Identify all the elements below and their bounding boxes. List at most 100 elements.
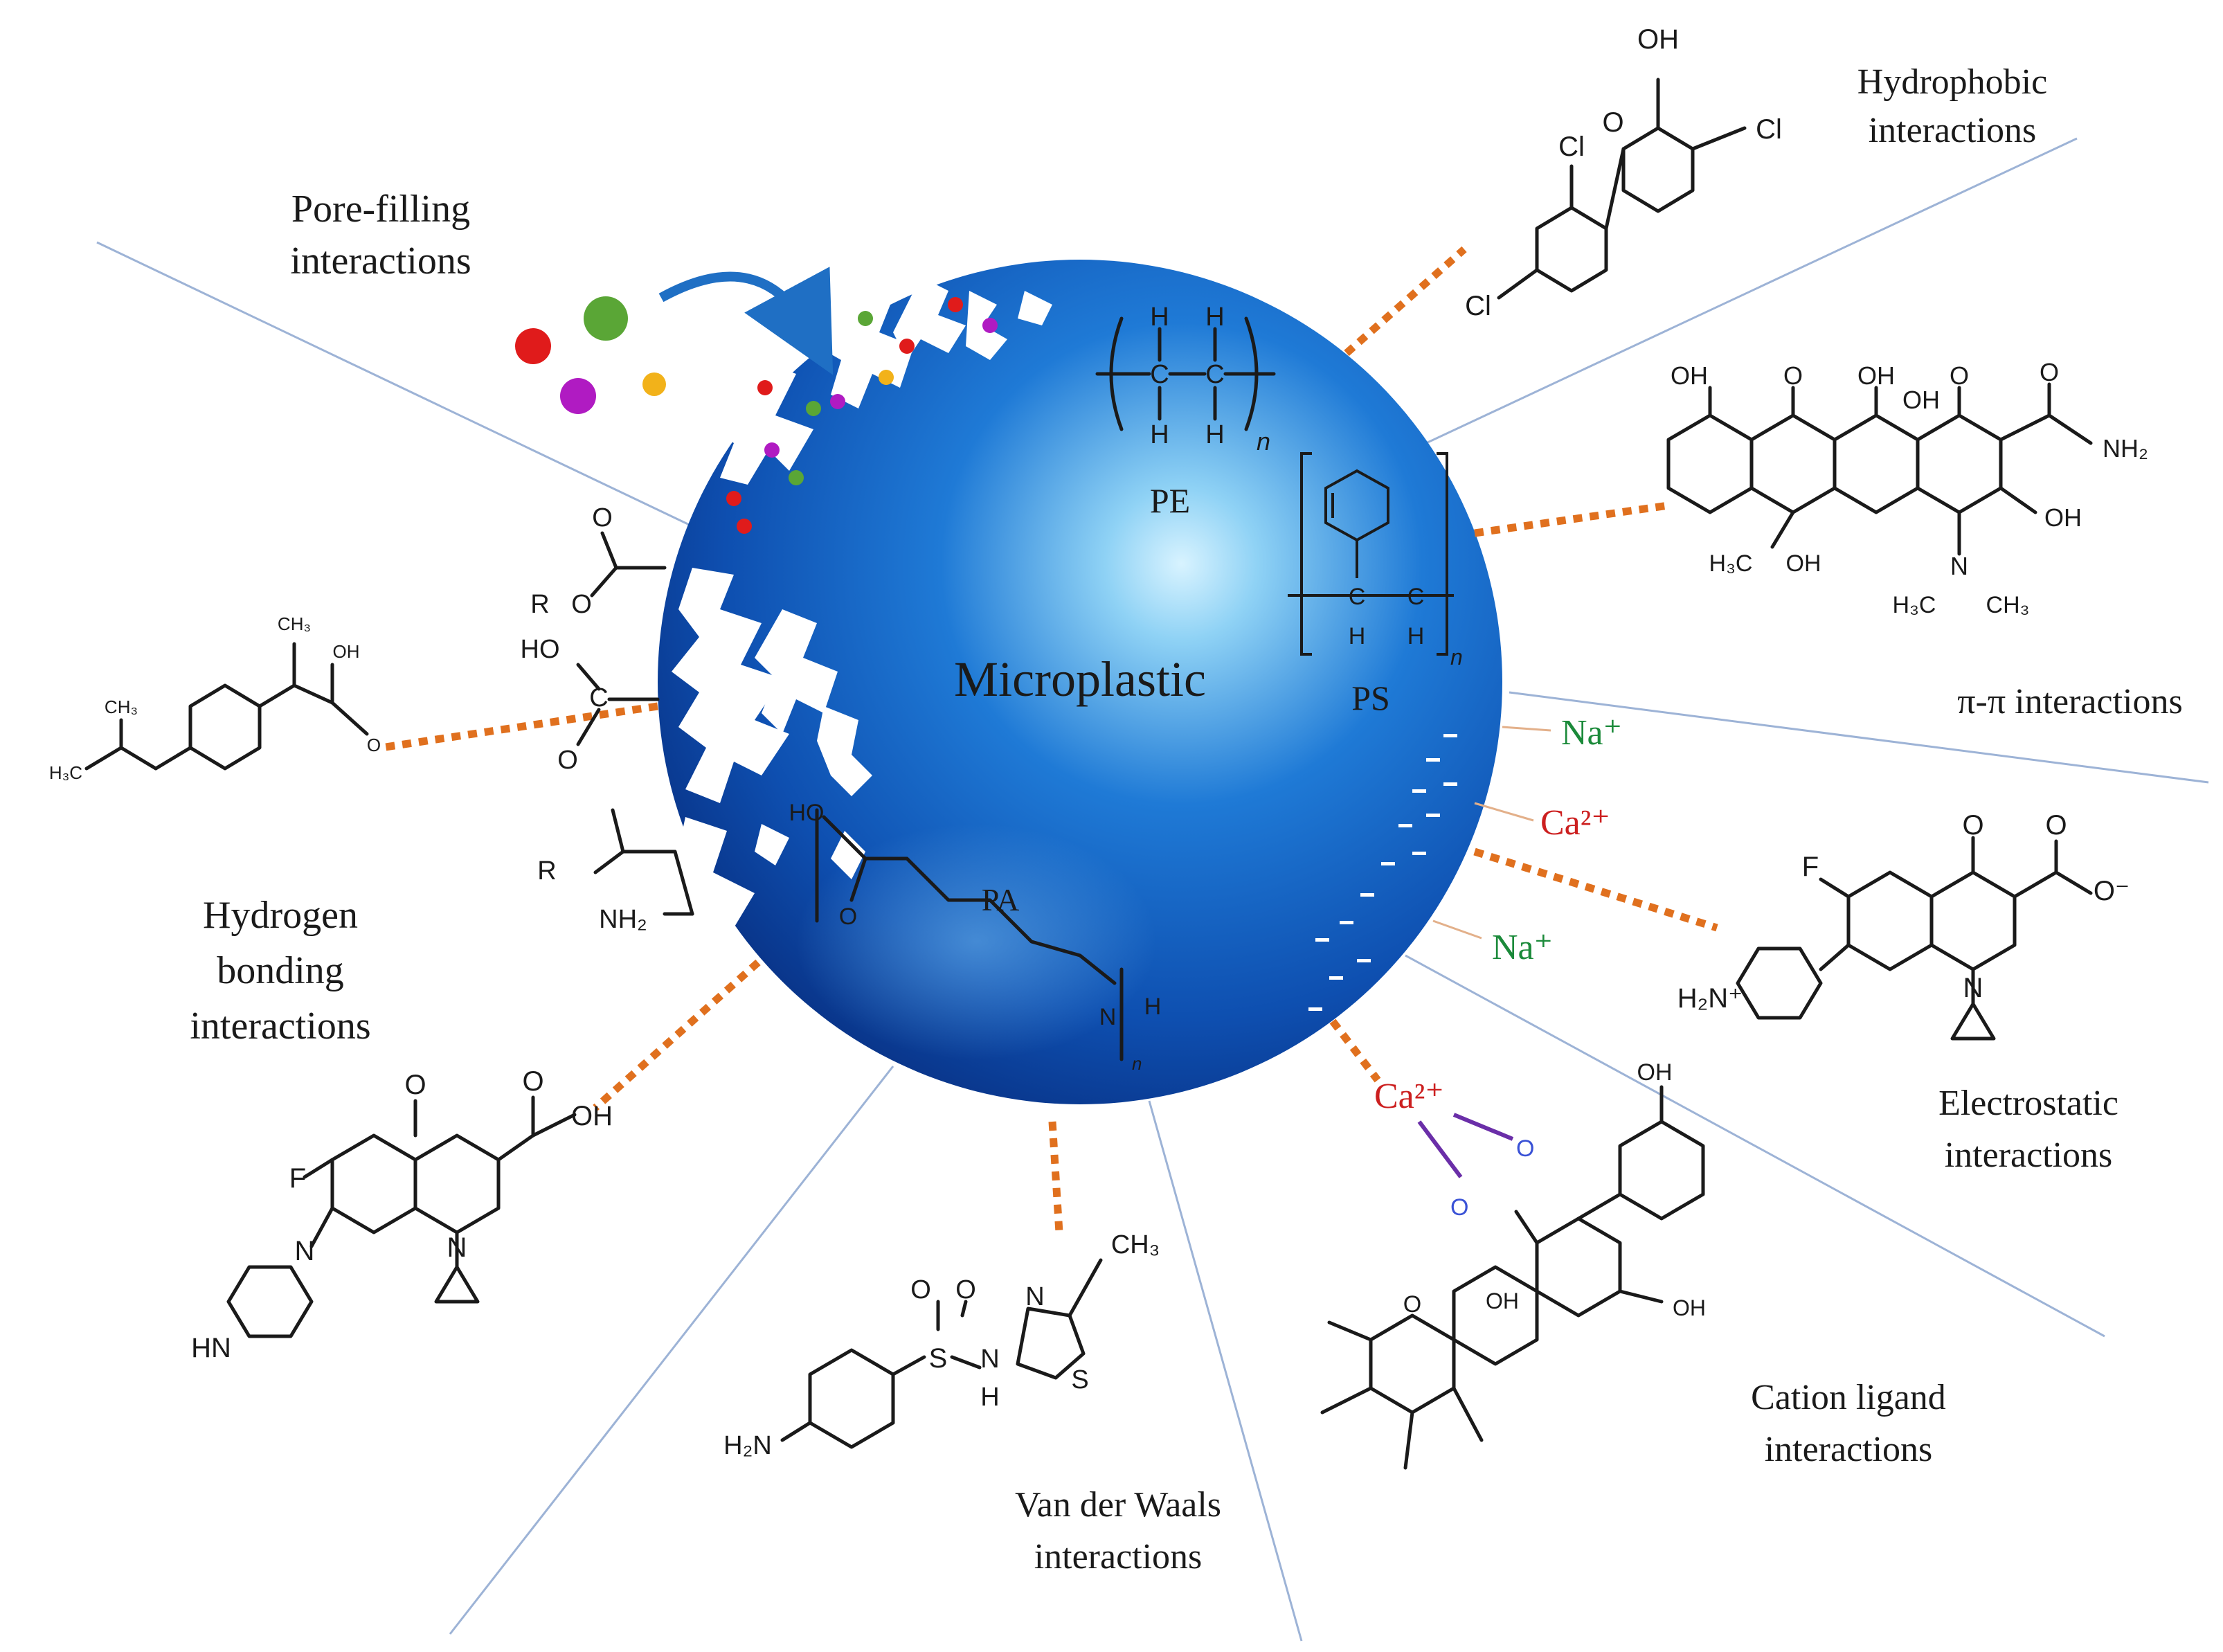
pe-h: H <box>1205 420 1224 449</box>
ion-ca-1: Ca²⁺ <box>1540 803 1610 843</box>
triclosan-cl: Cl <box>1558 132 1585 162</box>
triclosan-molecule: OH O Cl Cl Cl <box>1465 24 1782 321</box>
label-hydrogen-bonding-1: Hydrogen <box>203 894 358 937</box>
ibu-o: O <box>367 735 381 755</box>
cipro-hn: HN <box>191 1333 231 1363</box>
sulfa-n-ring: N <box>1025 1282 1044 1311</box>
sulfonamide-molecule: O O S N H N S CH₃ H₂N <box>723 1230 1160 1460</box>
cipro-o: O <box>404 1070 426 1100</box>
pa-o: O <box>839 904 857 930</box>
ps-h: H <box>1407 623 1425 649</box>
label-pi-pi: π-π interactions <box>1957 682 2182 721</box>
label-hydrogen-bonding-3: interactions <box>190 1005 370 1048</box>
label-cation-ligand-1: Cation ligand <box>1751 1378 1946 1417</box>
tc-oh: OH <box>1857 361 1895 390</box>
pe-c: C <box>1150 360 1169 389</box>
cipro-n: N <box>447 1232 467 1263</box>
pe-h: H <box>1150 303 1169 332</box>
label-pore-filling-1: Pore-filling <box>291 188 470 231</box>
sg-o: O <box>571 590 592 619</box>
tc-o: O <box>2040 358 2059 386</box>
pe-label: PE <box>1150 481 1190 520</box>
sg-r: R <box>537 856 556 886</box>
cipro-o: O <box>522 1066 543 1097</box>
surface-negative-charges <box>1308 734 1457 1011</box>
ibuprofen-molecule: CH₃ OH O CH₃ H₃C <box>49 613 381 783</box>
sulfa-h2n: H₂N <box>723 1431 772 1460</box>
sg-o: O <box>557 746 578 775</box>
tc-nh2: NH₂ <box>2103 434 2148 463</box>
label-van-der-waals-1: Van der Waals <box>1015 1485 1221 1525</box>
tc-ch3: CH₃ <box>1986 592 2030 618</box>
ps-n: n <box>1450 645 1463 670</box>
sg-ho: HO <box>521 635 560 664</box>
sg-o: O <box>592 503 613 532</box>
ion-na-1: Na⁺ <box>1561 713 1622 753</box>
divider-lines <box>96 137 2209 1642</box>
pa-label: PA <box>982 882 1020 917</box>
ibu-h3c: H₃C <box>49 762 82 783</box>
ion-ca-2: Ca²⁺ <box>1374 1077 1444 1116</box>
label-pore-filling-2: interactions <box>290 240 471 282</box>
interaction-labels: Pore-filling interactions Hydrophobic in… <box>190 62 2182 1577</box>
sulfa-s-ring: S <box>1071 1365 1088 1394</box>
cipro-f: F <box>289 1163 306 1194</box>
tcl-oh: OH <box>1486 1289 1519 1313</box>
nfx-n: N <box>1963 973 1983 1003</box>
label-hydrophobic-2: interactions <box>1869 111 2037 150</box>
pa-structure: HO O PA N H n <box>789 800 1162 1074</box>
sulfa-s: S <box>929 1343 948 1374</box>
cipro-n: N <box>295 1236 315 1266</box>
sulfa-o: O <box>910 1275 931 1304</box>
ibu-ch3: CH₃ <box>278 613 311 634</box>
ps-label: PS <box>1351 679 1390 717</box>
nfx-nh2-plus: H₂N⁺ <box>1677 983 1743 1014</box>
tc-n: N <box>1950 552 1968 580</box>
nfx-f: F <box>1802 852 1819 882</box>
pe-structure: H H C C H H n PE <box>1095 303 1276 520</box>
label-electrostatic-2: interactions <box>1945 1135 2113 1175</box>
triclosan-o: O <box>1602 107 1623 138</box>
sulfa-o: O <box>955 1275 976 1304</box>
tc-oh: OH <box>1671 361 1708 390</box>
label-hydrogen-bonding-2: bonding <box>217 949 344 992</box>
triclosan-cl: Cl <box>1756 114 1782 145</box>
surface-functional-groups: O R O HO C O R NH₂ <box>521 503 694 934</box>
ibu-ch3: CH₃ <box>105 697 138 717</box>
microplastic-sphere <box>658 260 1502 1104</box>
ps-c: C <box>1349 584 1366 610</box>
triclosan-cl: Cl <box>1465 291 1491 321</box>
tcl-oh: OH <box>1673 1295 1706 1320</box>
pe-n: n <box>1257 427 1270 456</box>
pa-h: H <box>1144 994 1162 1020</box>
nfx-o: O <box>1962 810 1983 841</box>
pa-sub-n: n <box>1132 1053 1142 1074</box>
nfx-o-minus: O⁻ <box>2094 876 2130 906</box>
sulfa-ch3: CH₃ <box>1111 1230 1160 1259</box>
triclosan-oh: OH <box>1637 24 1679 55</box>
ibu-oh: OH <box>333 641 360 662</box>
center-label: Microplastic <box>954 652 1206 707</box>
tcl-o: O <box>1403 1291 1421 1318</box>
tc-o: O <box>1783 361 1803 390</box>
pa-n: N <box>1099 1004 1117 1030</box>
ciprofloxacin-molecule: O O OH F N N HN <box>191 1066 613 1363</box>
ps-h: H <box>1349 623 1366 649</box>
tc-h3c: H₃C <box>1709 550 1753 577</box>
ion-na-2: Na⁺ <box>1492 928 1553 967</box>
pe-c: C <box>1205 360 1224 389</box>
tcl-ho: OH <box>1637 1059 1673 1086</box>
ps-structure: C C H H n PS <box>1288 452 1463 717</box>
sulfa-n: N <box>980 1345 999 1374</box>
sg-c: C <box>589 683 608 712</box>
pa-ho: HO <box>789 800 825 826</box>
ligand-o-minus: O <box>1450 1194 1468 1221</box>
tc-o: O <box>1950 361 1969 390</box>
ions: Na⁺ Ca²⁺ Na⁺ Ca²⁺ O O <box>1374 713 1622 1221</box>
ps-c: C <box>1407 584 1425 610</box>
tc-oh: OH <box>2044 503 2082 532</box>
tc-oh: OH <box>1902 386 1940 414</box>
sg-r: R <box>530 590 549 619</box>
label-van-der-waals-2: interactions <box>1034 1537 1203 1577</box>
